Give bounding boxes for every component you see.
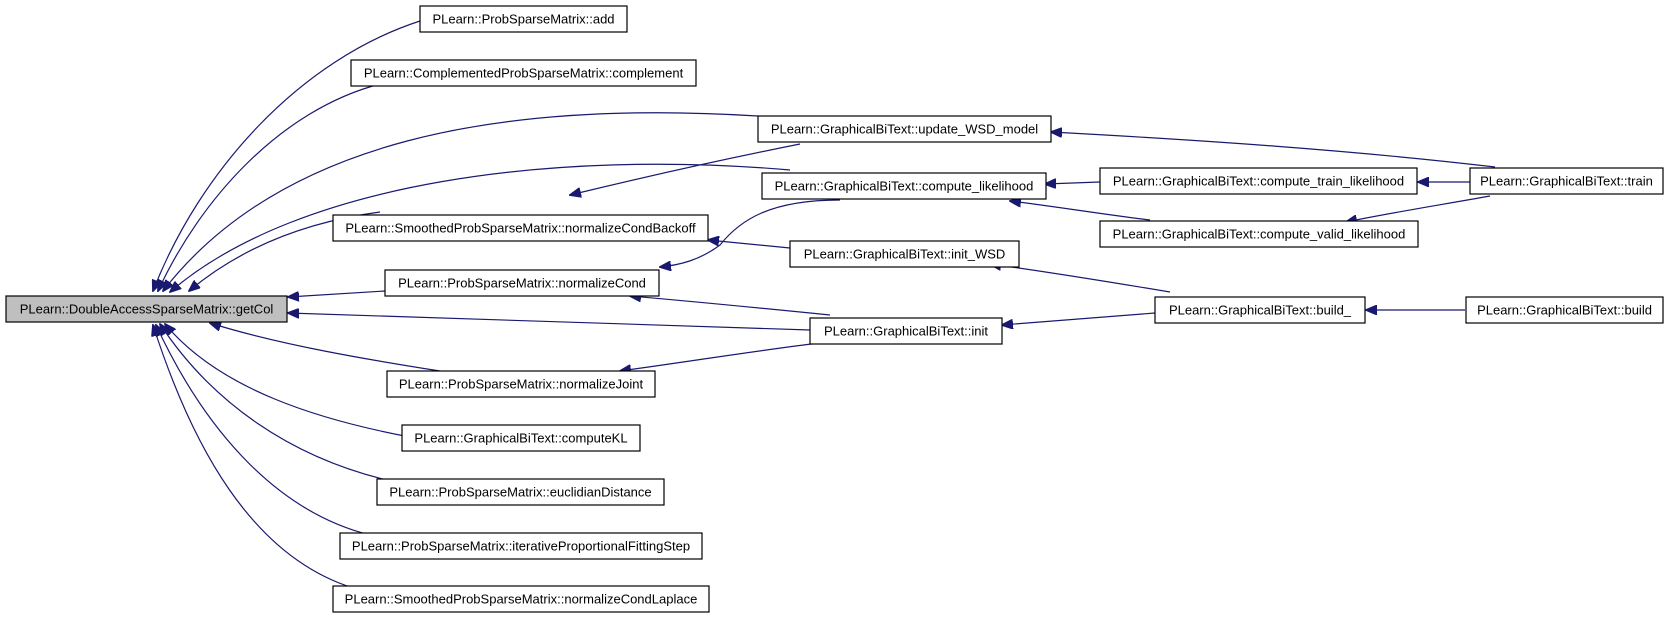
svg-text:PLearn::GraphicalBiText::updat: PLearn::GraphicalBiText::update_WSD_mode…	[771, 122, 1038, 137]
svg-text:PLearn::GraphicalBiText::compu: PLearn::GraphicalBiText::compute_train_l…	[1113, 174, 1404, 189]
edge-norm-cond-laplace-to-getcol	[153, 325, 361, 591]
svg-text:PLearn::GraphicalBiText::init_: PLearn::GraphicalBiText::init_WSD	[804, 247, 1006, 262]
edges	[153, 20, 1496, 591]
svg-text:PLearn::SmoothedProbSparseMatr: PLearn::SmoothedProbSparseMatrix::normal…	[345, 221, 696, 236]
edge-init-wsd-to-norm-cond-backoff	[708, 240, 791, 249]
svg-text:PLearn::GraphicalBiText::compu: PLearn::GraphicalBiText::computeKL	[414, 431, 627, 446]
edge-valid-lik-to-compute-lik	[1010, 201, 1151, 221]
svg-text:PLearn::SmoothedProbSparseMatr: PLearn::SmoothedProbSparseMatrix::normal…	[345, 592, 698, 607]
node-add[interactable]: PLearn::ProbSparseMatrix::add	[419, 5, 628, 33]
edge-compute-kl-to-getcol	[165, 324, 411, 438]
node-complement[interactable]: PLearn::ComplementedProbSparseMatrix::co…	[350, 59, 697, 87]
svg-text:PLearn::GraphicalBiText::compu: PLearn::GraphicalBiText::compute_valid_l…	[1113, 227, 1406, 242]
svg-text:PLearn::ProbSparseMatrix::iter: PLearn::ProbSparseMatrix::iterativePropo…	[352, 539, 690, 554]
edge-euclidian-to-getcol	[160, 324, 401, 484]
node-getcol[interactable]: PLearn::DoubleAccessSparseMatrix::getCol	[5, 295, 288, 323]
svg-text:PLearn::ComplementedProbSparse: PLearn::ComplementedProbSparseMatrix::co…	[364, 66, 684, 81]
node-init[interactable]: PLearn::GraphicalBiText::init	[809, 317, 1003, 345]
edge-complement-to-getcol	[158, 83, 381, 291]
node-update-wsd[interactable]: PLearn::GraphicalBiText::update_WSD_mode…	[757, 115, 1052, 143]
svg-text:PLearn::GraphicalBiText::compu: PLearn::GraphicalBiText::compute_likelih…	[775, 179, 1034, 194]
edge-build-underscore-to-init-wsd	[990, 264, 1171, 293]
node-norm-cond[interactable]: PLearn::ProbSparseMatrix::normalizeCond	[384, 269, 660, 297]
edge-build-underscore-to-init	[1002, 312, 1156, 325]
edge-add-to-getcol	[153, 20, 421, 291]
svg-text:PLearn::ProbSparseMatrix::eucl: PLearn::ProbSparseMatrix::euclidianDista…	[389, 485, 651, 500]
node-compute-lik[interactable]: PLearn::GraphicalBiText::compute_likelih…	[761, 172, 1047, 200]
edge-init-to-norm-cond	[630, 296, 831, 316]
svg-text:PLearn::ProbSparseMatrix::add: PLearn::ProbSparseMatrix::add	[432, 12, 614, 27]
svg-text:PLearn::GraphicalBiText::train: PLearn::GraphicalBiText::train	[1480, 174, 1653, 189]
node-norm-joint[interactable]: PLearn::ProbSparseMatrix::normalizeJoint	[386, 370, 656, 398]
node-norm-cond-laplace[interactable]: PLearn::SmoothedProbSparseMatrix::normal…	[332, 585, 710, 613]
edge-train-to-valid-lik	[1346, 195, 1491, 222]
nodes: PLearn::DoubleAccessSparseMatrix::getCol…	[5, 5, 1664, 613]
svg-text:PLearn::ProbSparseMatrix::norm: PLearn::ProbSparseMatrix::normalizeJoint	[399, 377, 644, 392]
node-init-wsd[interactable]: PLearn::GraphicalBiText::init_WSD	[789, 240, 1020, 268]
svg-text:PLearn::DoubleAccessSparseMatr: PLearn::DoubleAccessSparseMatrix::getCol	[20, 302, 274, 317]
node-euclidian[interactable]: PLearn::ProbSparseMatrix::euclidianDista…	[376, 478, 665, 506]
edge-compute-lik-to-getcol	[170, 163, 791, 292]
node-train[interactable]: PLearn::GraphicalBiText::train	[1469, 167, 1664, 195]
svg-text:PLearn::GraphicalBiText::build: PLearn::GraphicalBiText::build	[1477, 303, 1652, 318]
svg-text:PLearn::GraphicalBiText::build: PLearn::GraphicalBiText::build_	[1169, 303, 1352, 318]
edge-train-to-update-wsd	[1051, 132, 1496, 168]
edge-norm-joint-to-getcol	[210, 323, 441, 372]
edge-compute-lik-to-norm-cond	[660, 199, 841, 267]
node-valid-lik[interactable]: PLearn::GraphicalBiText::compute_valid_l…	[1099, 220, 1419, 248]
svg-text:PLearn::ProbSparseMatrix::norm: PLearn::ProbSparseMatrix::normalizeCond	[398, 276, 646, 291]
svg-text:PLearn::GraphicalBiText::init: PLearn::GraphicalBiText::init	[824, 324, 988, 339]
edge-train-lik-to-compute-lik	[1045, 182, 1101, 184]
edge-update-wsd-to-norm-cond-backoff	[570, 143, 801, 195]
edge-ipf-step-to-getcol	[156, 325, 371, 536]
node-norm-cond-backoff[interactable]: PLearn::SmoothedProbSparseMatrix::normal…	[332, 214, 709, 242]
node-train-lik[interactable]: PLearn::GraphicalBiText::compute_train_l…	[1099, 167, 1418, 195]
node-build-underscore[interactable]: PLearn::GraphicalBiText::build_	[1154, 296, 1366, 324]
edge-norm-cond-to-getcol	[288, 290, 386, 297]
edge-init-to-norm-joint	[620, 342, 821, 371]
edge-init-to-getcol	[288, 313, 811, 331]
node-compute-kl[interactable]: PLearn::GraphicalBiText::computeKL	[401, 424, 641, 452]
node-ipf-step[interactable]: PLearn::ProbSparseMatrix::iterativePropo…	[339, 532, 703, 560]
edge-update-wsd-to-getcol	[163, 112, 759, 291]
node-build[interactable]: PLearn::GraphicalBiText::build	[1465, 296, 1664, 324]
